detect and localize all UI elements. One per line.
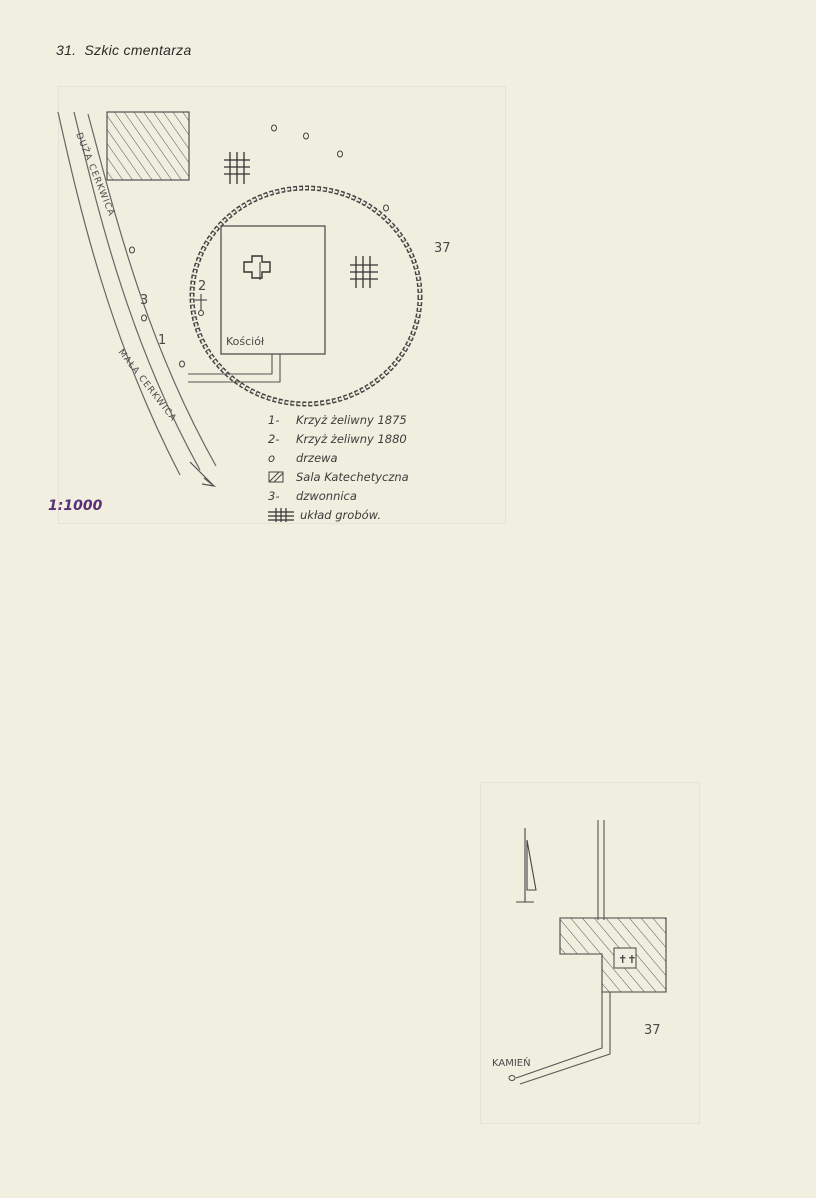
legend-item: 1- Krzyż żeliwny 1875 bbox=[268, 412, 407, 427]
section-number: 31. bbox=[56, 42, 77, 58]
marker-3: 3 bbox=[140, 293, 148, 308]
cross-marker-2-icon bbox=[195, 294, 207, 317]
legend-item: o drzewa bbox=[268, 450, 338, 465]
church-cross-icon bbox=[243, 255, 271, 279]
scale-label: 1:1000 bbox=[48, 498, 103, 514]
cemetery-sketch: DUŻA CERKWICA MAŁA CERKWICA Kościół 2 3 … bbox=[57, 111, 451, 487]
legend-item: Sala Katechetyczna bbox=[268, 467, 498, 486]
catechetical-hall bbox=[106, 111, 190, 181]
hedge-ring bbox=[189, 185, 423, 407]
church-label: Kościół bbox=[226, 335, 265, 348]
road-label-lower: MAŁA CERKWICA bbox=[116, 348, 179, 424]
marker-2: 2 bbox=[198, 279, 206, 294]
north-arrow-icon bbox=[516, 828, 537, 903]
legend-item: 3- dzwonnica bbox=[268, 488, 357, 503]
tree-markers bbox=[129, 124, 389, 368]
church-building bbox=[220, 225, 326, 355]
legend-item: 2- Krzyż żeliwny 1880 bbox=[268, 431, 407, 446]
hatch-swatch-icon bbox=[268, 471, 284, 483]
grave-grid-icon bbox=[268, 507, 294, 522]
legend: 1- Krzyż żeliwny 1875 2- Krzyż żeliwny 1… bbox=[268, 410, 498, 524]
grave-grid-north bbox=[224, 152, 250, 184]
detail-building bbox=[559, 917, 667, 993]
section-title: Szkic cmentarza bbox=[84, 42, 192, 58]
page-title: 31. Szkic cmentarza bbox=[56, 42, 200, 58]
detail-page-reference: 37 bbox=[644, 1023, 661, 1038]
legend-item: układ grobów. bbox=[268, 505, 498, 524]
stone-label: KAMIEŃ bbox=[492, 1056, 531, 1069]
marker-1: 1 bbox=[158, 333, 166, 348]
detail-sketch: ✝✝ KAMIEŃ 37 bbox=[492, 820, 667, 1085]
page-reference: 37 bbox=[434, 241, 451, 256]
grave-grid-east bbox=[350, 256, 378, 288]
svg-text:✝✝: ✝✝ bbox=[618, 953, 636, 966]
